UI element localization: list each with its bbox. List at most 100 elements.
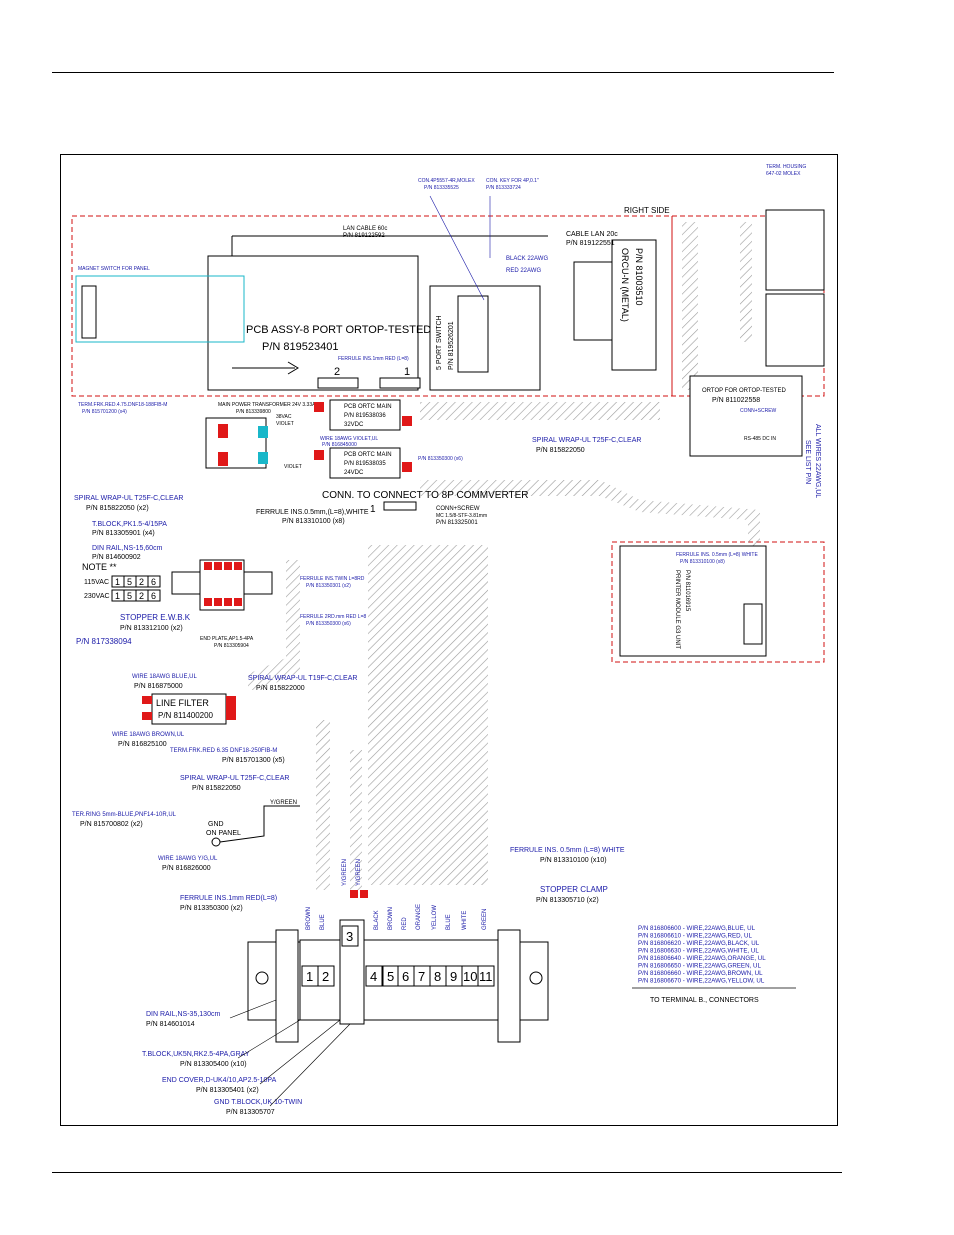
v24-label: 24VDC bbox=[344, 470, 364, 476]
din-rail-35-label: DIN RAIL,NS-35,130cm bbox=[146, 1011, 220, 1018]
rs485-label: RS-485 DC IN bbox=[744, 436, 776, 442]
gnd-tblock-pn: P/N 813305707 bbox=[226, 1109, 275, 1116]
end-cover-pn: P/N 813305401 (x2) bbox=[196, 1087, 259, 1094]
terminal-cell bbox=[317, 965, 335, 987]
ferrule-2-label: FERRULE 2RD.mm RED L=8 bbox=[300, 614, 366, 620]
wire-label-green: GREEN bbox=[482, 909, 488, 930]
gnd-screw bbox=[211, 837, 221, 847]
term-housing-sub: 647-02 MOLEX bbox=[766, 171, 801, 177]
terminal-number: 4 bbox=[370, 969, 377, 984]
conn-8p-1: 1 bbox=[370, 504, 376, 515]
ferrule-twin-label: FERRULE INS.TWIN L=8RD bbox=[300, 576, 365, 582]
ferrule-white-pn: P/N 813310100 (x8) bbox=[282, 518, 345, 525]
pcb-assy-label: PCB ASSY-8 PORT ORTOP-TESTED bbox=[246, 324, 431, 336]
footer-rule bbox=[52, 1172, 842, 1173]
wire-violet-label: WIRE 18AWG VIOLET,UL bbox=[320, 436, 378, 442]
wire-list-item: P/N 816806640 - WIRE,22AWG,ORANGE, UL bbox=[638, 955, 766, 962]
vac115-label: 115VAC bbox=[84, 579, 109, 586]
main-cable-bundle bbox=[368, 545, 488, 885]
printer-module-pn: P/N 811016915 bbox=[684, 570, 690, 612]
ferrule-white-10-label: FERRULE INS. 0.5mm (L=8) WHITE bbox=[510, 847, 625, 854]
wire-yg-pn: P/N 816826000 bbox=[162, 865, 211, 872]
ferrule-red2-pn: P/N 813350300 (x2) bbox=[180, 905, 243, 912]
vac38-label: 38VAC bbox=[276, 414, 292, 420]
terminal-red-1 bbox=[218, 424, 228, 438]
wire-yg-label: WIRE 18AWG Y/G,UL bbox=[158, 856, 218, 862]
terminal-blue-1 bbox=[258, 426, 268, 438]
note-label: NOTE ** bbox=[82, 562, 117, 572]
term-frk2-label: TERM.FRK.RED 6.35 DNF18-250FIB-M bbox=[170, 748, 277, 754]
stopper-clamp-label: STOPPER CLAMP bbox=[540, 885, 608, 894]
note-230-digit: 1 bbox=[115, 591, 120, 601]
main-power-tr-label: MAIN POWER TRANSFORMER 24V 3.33A bbox=[218, 402, 316, 408]
din-rail-15-pn: P/N 814600902 bbox=[92, 554, 141, 561]
connector-2-number: 2 bbox=[334, 366, 340, 378]
ferrule-red-label: FERRULE INS.1mm RED(L=8) bbox=[180, 895, 277, 902]
note-230-digit: 5 bbox=[127, 591, 132, 601]
terminal-red-2 bbox=[218, 452, 228, 466]
wire-list-item: P/N 816806670 - WIRE,22AWG,YELLOW, UL bbox=[638, 978, 765, 985]
wire-label-black: BLACK bbox=[374, 910, 380, 930]
wire-label-brown-2: BROWN bbox=[388, 907, 394, 930]
spiral-wrap-route bbox=[248, 560, 300, 690]
note-pn: P/N 817338094 bbox=[76, 637, 132, 646]
terminal-cell bbox=[477, 965, 495, 987]
see-list-label: SEE LIST P/N bbox=[804, 440, 811, 484]
pcb-ortc-pn-1: P/N 819538036 bbox=[344, 413, 386, 419]
wire-violet-pn: P/N 816845000 bbox=[322, 442, 357, 448]
ferrule-white-10-pn: P/N 813310100 (x10) bbox=[540, 857, 607, 864]
violet-label-2: VIOLET bbox=[284, 464, 302, 470]
spiral-2-label: SPIRAL WRAP-UL T25F-C,CLEAR bbox=[74, 495, 183, 502]
wire-brown-label: WIRE 18AWG BROWN,UL bbox=[112, 732, 185, 738]
orcu-n-label: ORCU-N (METAL) bbox=[620, 248, 630, 322]
conn-top1-pn: P/N 813335525 bbox=[424, 185, 459, 191]
pcb-ortc-pn-2: P/N 819538035 bbox=[344, 461, 386, 467]
stopper-label: STOPPER E.W.B.K bbox=[120, 613, 191, 622]
printer-cable-bundle bbox=[420, 480, 760, 600]
note-230-digit: 6 bbox=[151, 591, 156, 601]
pcb-ortc-main-1: PCB ORTC MAIN bbox=[344, 404, 392, 410]
wire-list-item: P/N 816806600 - WIRE,22AWG,BLUE, UL bbox=[638, 925, 756, 932]
end-plate-pn: P/N 813305904 bbox=[214, 643, 249, 649]
pcb-ortc-32 bbox=[329, 399, 401, 431]
terminal-number: 5 bbox=[387, 969, 394, 984]
wire-label-blue-2: BLUE bbox=[446, 914, 452, 930]
wire-blue-pn: P/N 816875000 bbox=[134, 683, 183, 690]
five-port-switch-label: 5 PORT SWITCH bbox=[436, 315, 443, 370]
terminal-number: 6 bbox=[402, 969, 409, 984]
printer-region-dashed bbox=[611, 541, 825, 663]
printer-module-box bbox=[619, 545, 767, 657]
din-rail-15-label: DIN RAIL,NS-15,60cm bbox=[92, 545, 163, 552]
wire-brown-pn: P/N 816825100 bbox=[118, 741, 167, 748]
terminal-number: 3 bbox=[346, 929, 353, 944]
stopper-pn: P/N 813312100 (x2) bbox=[120, 625, 183, 632]
wire-list-item: P/N 816806630 - WIRE,22AWG,WHITE, UL bbox=[638, 948, 759, 955]
spiral-1-pn: P/N 815822050 bbox=[536, 447, 585, 454]
main-power-tr-pn: P/N 813339800 bbox=[236, 409, 271, 415]
ter-ring-pn: P/N 815700802 (x2) bbox=[80, 821, 143, 828]
note-115-digit: 5 bbox=[127, 577, 132, 587]
spiral-3-label: SPIRAL WRAP-UL T19F-C,CLEAR bbox=[248, 675, 357, 682]
spiral-3-pn: P/N 815822000 bbox=[256, 685, 305, 692]
wire-list: P/N 816806600 - WIRE,22AWG,BLUE, ULP/N 8… bbox=[638, 925, 766, 985]
pcb-ortc-24 bbox=[329, 447, 401, 479]
violet-label-1: VIOLET bbox=[276, 421, 294, 427]
drawing-frame bbox=[60, 154, 838, 1126]
terminal-cell bbox=[365, 965, 383, 987]
wire-label-yellow: YELLOW bbox=[432, 905, 438, 930]
printer-module-label: PRINTER MODULE G3 UNIT bbox=[674, 570, 680, 649]
ferrule-x2-label: FERRULE INS.1mm RED (L=8) bbox=[338, 356, 409, 362]
terminal-number: 2 bbox=[322, 969, 329, 984]
ferrule-twin-pn: P/N 813350301 (x2) bbox=[306, 583, 351, 589]
red-22-label: RED 22AWG bbox=[506, 268, 541, 274]
terminal-number: 8 bbox=[434, 969, 441, 984]
note-digits-230: 1 5 2 6 bbox=[111, 589, 161, 602]
conn-screw-label: CONN+SCREW bbox=[436, 506, 480, 512]
terminal-number: 9 bbox=[450, 969, 457, 984]
din-rail-35-pn: P/N 814601014 bbox=[146, 1021, 195, 1028]
wire-label-white: WHITE bbox=[462, 911, 468, 930]
wire-list-item: P/N 816806610 - WIRE,22AWG,RED, UL bbox=[638, 933, 752, 940]
gnd-on-label: GND bbox=[208, 821, 224, 828]
magnet-switch bbox=[81, 285, 97, 339]
magnet-switch-box bbox=[75, 275, 245, 343]
